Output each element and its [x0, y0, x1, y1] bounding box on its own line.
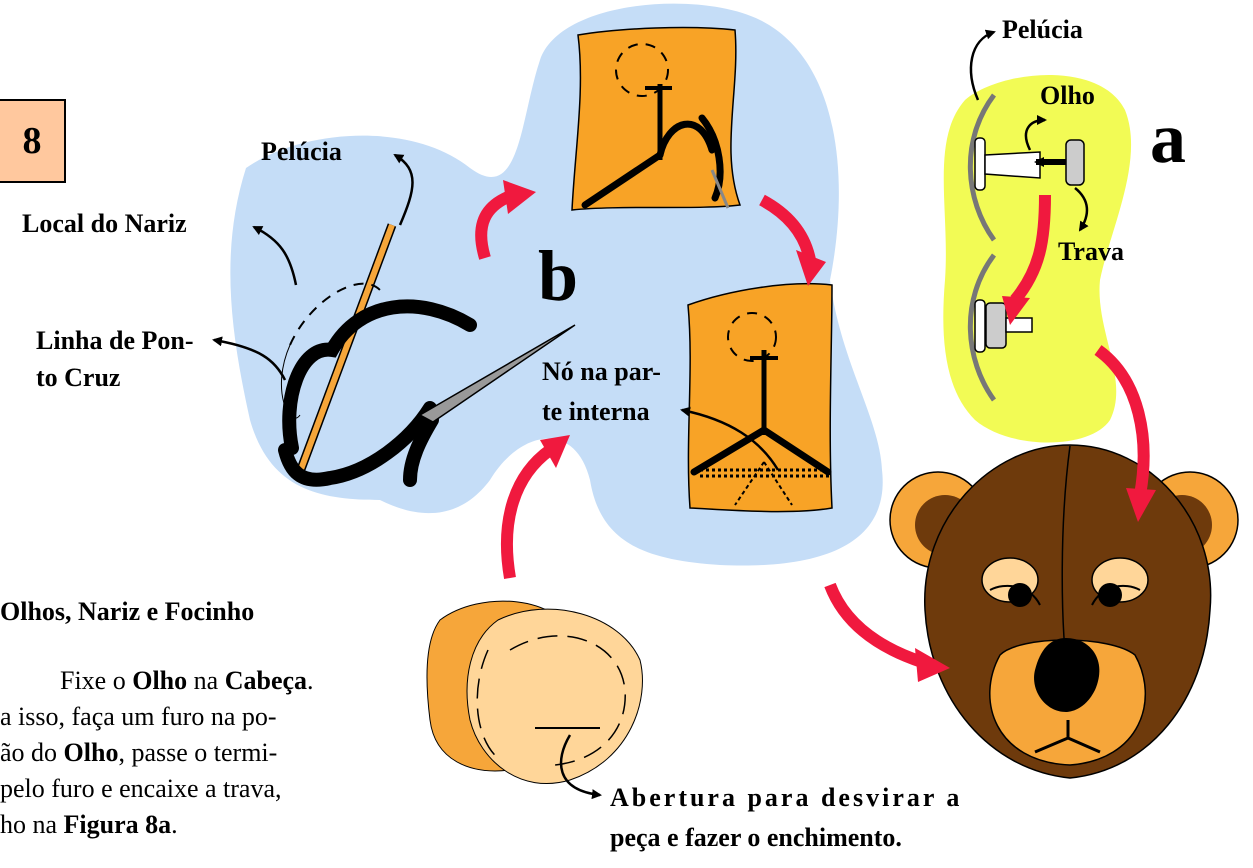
label-local-nariz: Local do Nariz — [22, 209, 187, 238]
label-olho: Olho — [1040, 81, 1095, 110]
paragraph-line-3: ão do Olho, passe o termi- — [0, 738, 278, 767]
section-title: Olhos, Nariz e Focinho — [0, 597, 255, 626]
label-no-2: te interna — [542, 397, 650, 426]
bear-head — [889, 444, 1239, 779]
figure-letter-a: a — [1150, 98, 1186, 178]
label-pelucia-a: Pelúcia — [1002, 15, 1083, 44]
paragraph-line-5: ho na Figura 8a. — [0, 810, 178, 839]
fabric-piece — [426, 600, 643, 785]
paragraph-line-1: Fixe o Olho na Cabeça. — [60, 666, 314, 695]
label-abertura-1: Abertura para desvirar a — [610, 783, 963, 812]
fabric-panel-top — [571, 26, 742, 211]
label-linha-2: to Cruz — [36, 363, 121, 392]
label-abertura-2: peça e fazer o enchimento. — [610, 823, 902, 852]
needle — [418, 324, 576, 423]
cross-stitch-thread — [282, 299, 477, 455]
paragraph-line-4: pelo furo e encaixe a trava, — [0, 774, 282, 803]
figure-letter-b: b — [538, 236, 579, 316]
label-pelucia-b: Pelúcia — [261, 137, 342, 166]
paragraph-line-2: a isso, faça um furo na po- — [0, 702, 277, 731]
label-linha-1: Linha de Pon- — [36, 326, 194, 355]
step-number: 8 — [0, 99, 66, 183]
label-trava: Trava — [1058, 237, 1124, 266]
label-no-1: Nó na par- — [542, 357, 661, 386]
